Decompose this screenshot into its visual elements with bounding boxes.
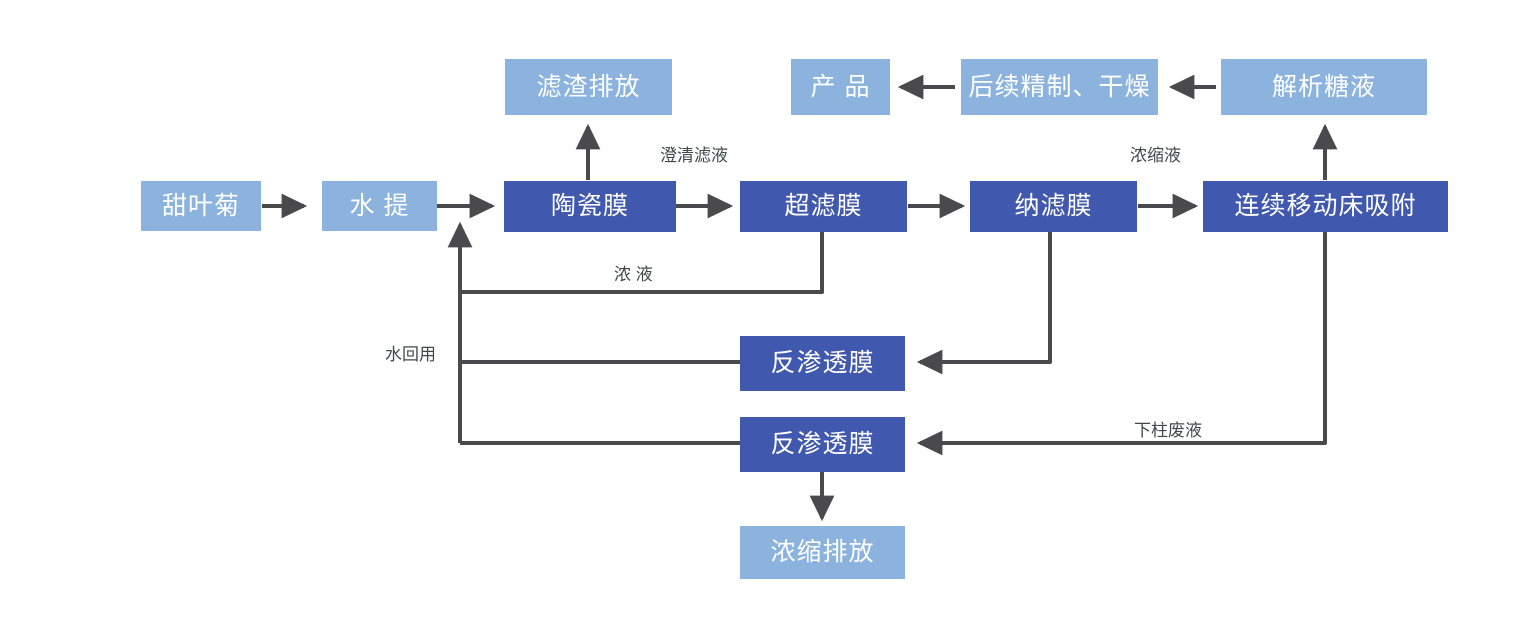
edge-label-concentrate-liquid: 浓缩液 — [1130, 146, 1181, 165]
node-product[interactable]: 产 品 — [791, 59, 890, 115]
edge-label-retentate: 浓 液 — [614, 265, 653, 284]
edge-cmb-column-waste-to-ro2 — [916, 232, 1327, 456]
node-stevia[interactable]: 甜叶菊 — [141, 181, 261, 231]
node-residue-discharge[interactable]: 滤渣排放 — [505, 59, 672, 115]
node-desorbed-sugar-solution-label: 解析糖液 — [1271, 72, 1376, 101]
node-ultrafiltration-membrane[interactable]: 超滤膜 — [740, 181, 907, 232]
node-ceramic-membrane-label: 陶瓷膜 — [550, 192, 629, 220]
edge-nf-to-ro1 — [916, 232, 1052, 375]
edge-label-water-reuse: 水回用 — [385, 345, 436, 364]
node-concentrate-discharge[interactable]: 浓缩排放 — [740, 526, 905, 579]
node-concentrate-discharge-label: 浓缩排放 — [770, 538, 875, 566]
node-refining-and-drying-label: 后续精制、干燥 — [968, 72, 1151, 101]
node-continuous-moving-bed-adsorption[interactable]: 连续移动床吸附 — [1203, 181, 1448, 232]
node-reverse-osmosis-membrane-2-label: 反渗透膜 — [770, 430, 875, 458]
node-water-extract-label: 水 提 — [349, 191, 410, 220]
node-nanofiltration-membrane[interactable]: 纳滤膜 — [970, 181, 1137, 232]
node-product-label: 产 品 — [810, 72, 871, 101]
node-nanofiltration-membrane-label: 纳滤膜 — [1014, 192, 1093, 220]
node-reverse-osmosis-membrane-1[interactable]: 反渗透膜 — [740, 336, 905, 391]
edge-label-column-waste: 下柱废液 — [1134, 421, 1202, 440]
node-reverse-osmosis-membrane-1-label: 反渗透膜 — [770, 349, 875, 377]
node-refining-and-drying[interactable]: 后续精制、干燥 — [961, 59, 1158, 115]
node-ultrafiltration-membrane-label: 超滤膜 — [784, 192, 863, 220]
node-reverse-osmosis-membrane-2[interactable]: 反渗透膜 — [740, 417, 905, 472]
node-ceramic-membrane[interactable]: 陶瓷膜 — [504, 181, 676, 232]
edge-label-clarified-filtrate: 澄清滤液 — [660, 146, 728, 165]
node-water-extract[interactable]: 水 提 — [322, 181, 437, 231]
node-stevia-label: 甜叶菊 — [161, 191, 240, 220]
node-desorbed-sugar-solution[interactable]: 解析糖液 — [1221, 59, 1427, 115]
node-residue-discharge-label: 滤渣排放 — [536, 72, 641, 101]
node-continuous-moving-bed-adsorption-label: 连续移动床吸附 — [1234, 192, 1417, 220]
